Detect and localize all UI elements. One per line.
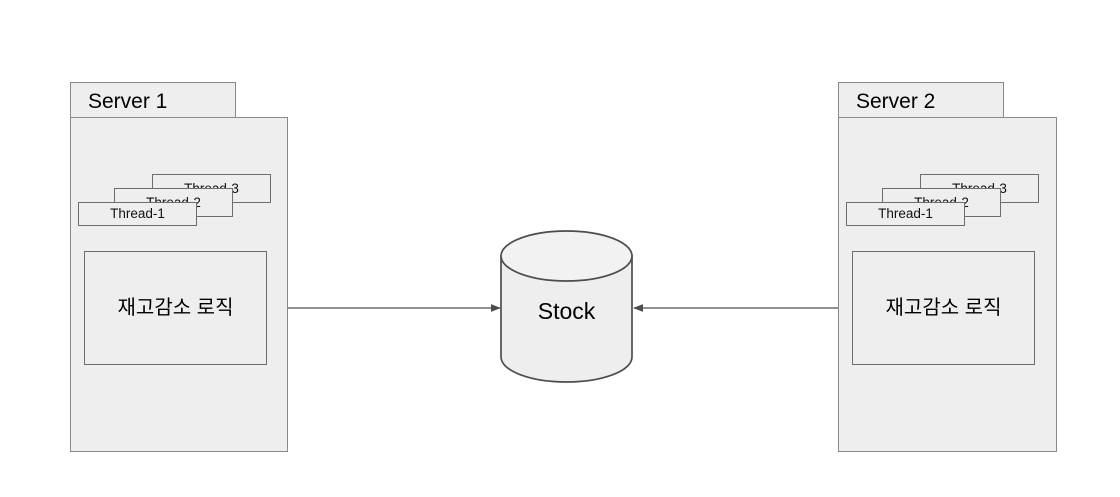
server-2-logic-label: 재고감소 로직: [885, 297, 1002, 319]
server-2-title: Server 2: [856, 89, 936, 113]
server-1-title: Server 1: [88, 89, 168, 113]
server-2-tab: Server 2: [838, 82, 1004, 119]
stock-cylinder: [500, 230, 633, 383]
server-1-logic-label: 재고감소 로직: [117, 297, 234, 319]
server-1-tab: Server 1: [70, 82, 236, 119]
stock-label: Stock: [537, 298, 596, 324]
server-1-logic-box[interactable]: 재고감소 로직: [84, 251, 267, 365]
server-2-logic-box[interactable]: 재고감소 로직: [852, 251, 1035, 365]
server-1-thread-1[interactable]: Thread-1: [78, 202, 197, 226]
server-2-thread-1[interactable]: Thread-1: [846, 202, 965, 226]
